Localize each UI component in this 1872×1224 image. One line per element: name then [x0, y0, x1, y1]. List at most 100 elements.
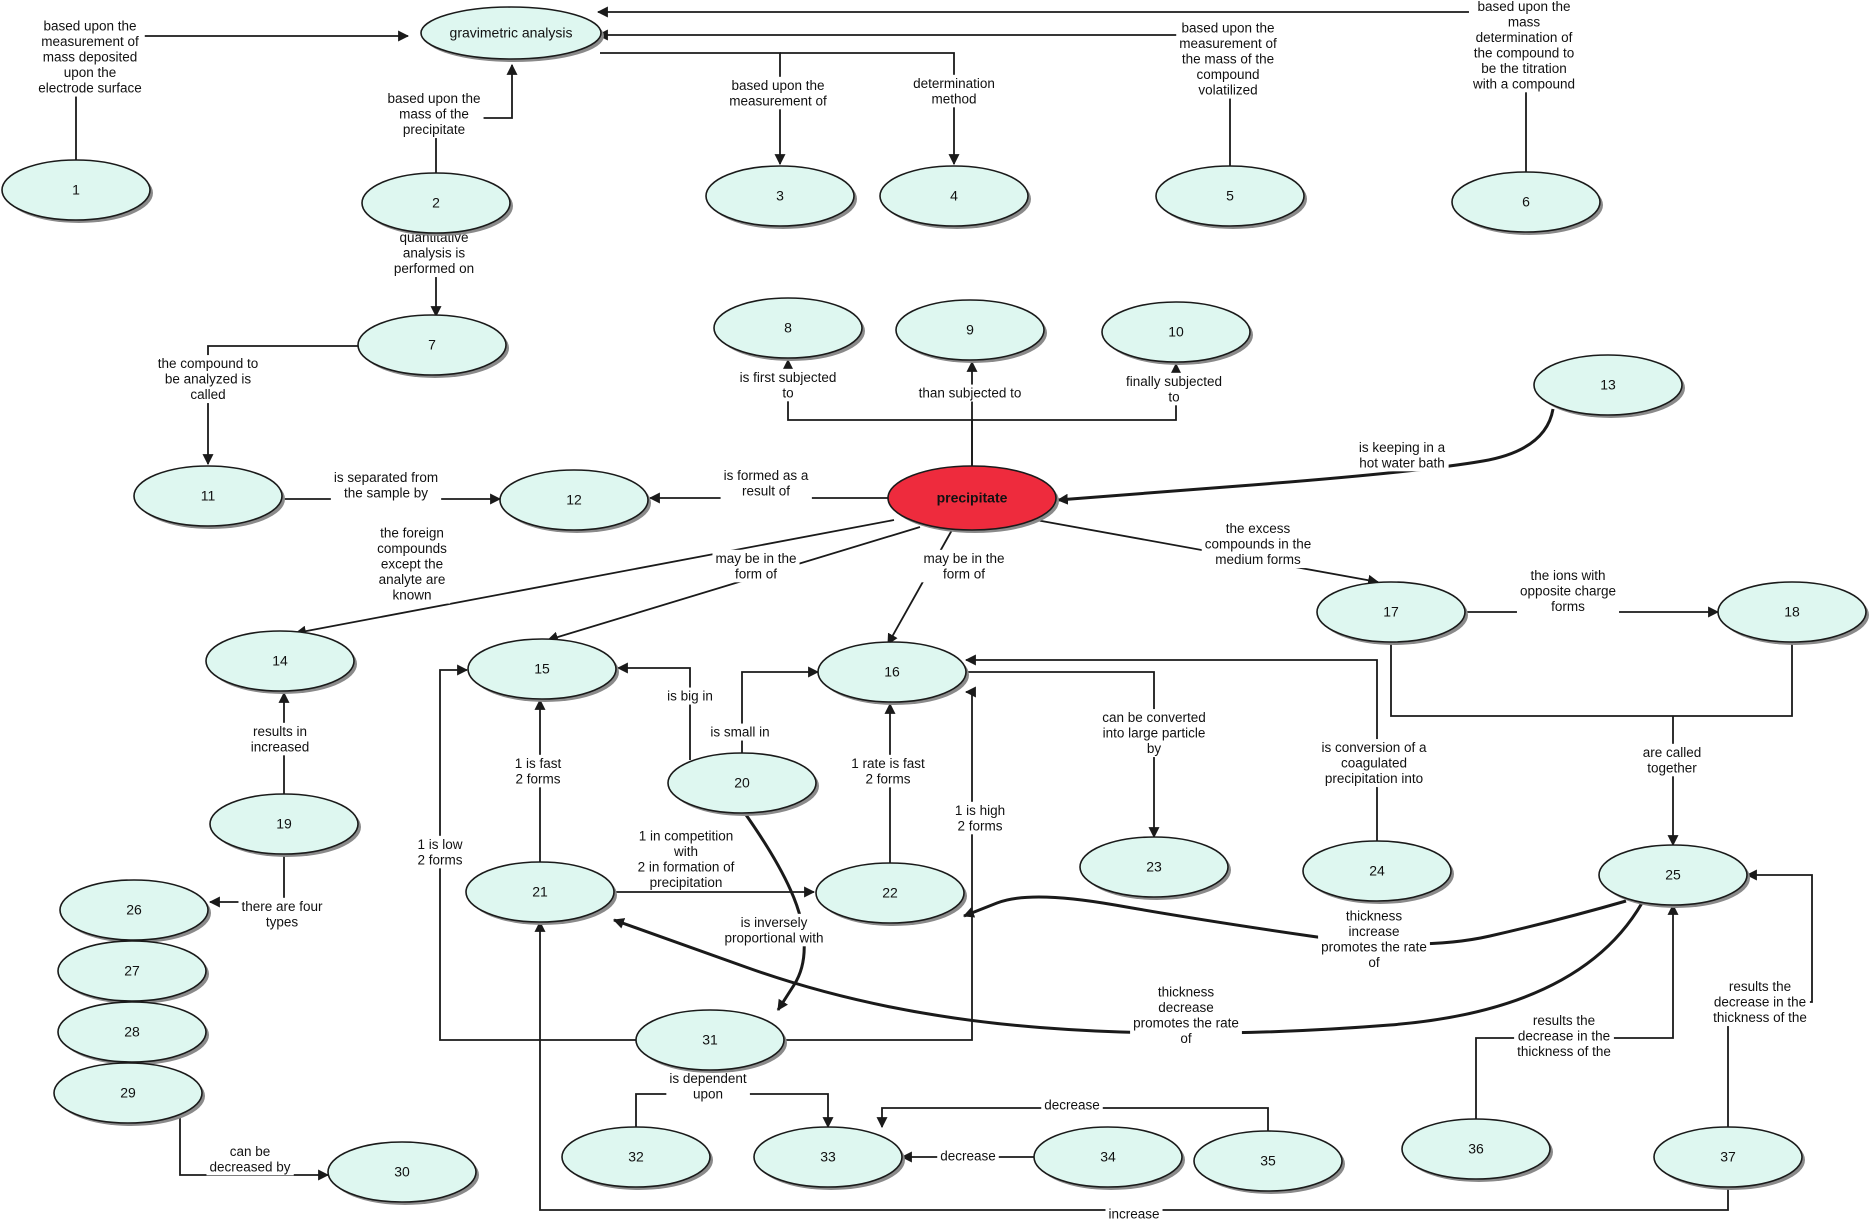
edge-label-background — [1318, 739, 1431, 788]
node-ellipse — [713, 297, 863, 359]
node-ellipse — [1316, 581, 1466, 643]
node-n24[interactable]: 24 — [1302, 840, 1454, 904]
node-n8[interactable]: 8 — [713, 297, 865, 361]
edge-label-background — [937, 1147, 999, 1165]
node-n14[interactable]: 14 — [205, 630, 357, 694]
node-n26[interactable]: 26 — [59, 879, 211, 943]
node-ga[interactable]: gravimetric analysis — [420, 6, 604, 62]
node-label: 12 — [566, 492, 582, 508]
edge-n37-to-n25 — [1727, 869, 1813, 1127]
edge-label-line: decrease in the — [1518, 1029, 1610, 1044]
node-n5[interactable]: 5 — [1155, 165, 1307, 229]
node-ellipse — [133, 465, 283, 527]
node-label: 13 — [1600, 377, 1616, 393]
node-n32[interactable]: 32 — [561, 1126, 713, 1190]
edge-label-line: with — [673, 844, 698, 859]
edge-label-line: finally subjected — [1126, 374, 1222, 389]
node-n3[interactable]: 3 — [705, 165, 857, 229]
node-n35[interactable]: 35 — [1193, 1130, 1345, 1194]
edge-label-line: decreased by — [209, 1159, 290, 1174]
node-n29[interactable]: 29 — [53, 1062, 205, 1126]
edge-label-text: decrease — [940, 1149, 996, 1164]
node-n28[interactable]: 28 — [57, 1001, 209, 1065]
edge-n7-to-n11 — [202, 345, 358, 466]
node-n37[interactable]: 37 — [1653, 1126, 1805, 1190]
node-n30[interactable]: 30 — [327, 1141, 479, 1205]
edge-label-precipitate-to-n9: than subjected to — [915, 384, 1025, 402]
node-n15[interactable]: 15 — [467, 638, 619, 702]
node-label: 27 — [124, 963, 140, 979]
node-precipitate[interactable]: precipitate — [887, 465, 1059, 533]
node-n9[interactable]: 9 — [895, 299, 1047, 363]
node-n25[interactable]: 25 — [1598, 844, 1750, 908]
node-n27[interactable]: 27 — [57, 940, 209, 1004]
node-label: 2 — [432, 195, 440, 211]
edge-label-background — [154, 355, 262, 404]
node-n2[interactable]: 2 — [361, 172, 513, 236]
node-n12[interactable]: 12 — [499, 469, 651, 533]
node-ellipse — [465, 861, 615, 923]
node-n4[interactable]: 4 — [879, 165, 1031, 229]
edge-label-line: of — [1368, 955, 1380, 970]
edge-label-n34-to-n33: decrease — [937, 1147, 999, 1165]
edge-label-line: mass deposited — [43, 50, 138, 65]
node-ellipse — [561, 1126, 711, 1188]
node-n20[interactable]: 20 — [667, 752, 819, 816]
node-n19[interactable]: 19 — [209, 793, 361, 857]
node-label: 35 — [1260, 1153, 1276, 1169]
edge-label-line: mass — [1508, 14, 1541, 29]
node-n18[interactable]: 18 — [1717, 581, 1869, 645]
node-n36[interactable]: 36 — [1401, 1118, 1553, 1182]
node-label: 20 — [734, 775, 750, 791]
node-label: 30 — [394, 1164, 410, 1180]
edge-label-line: compounds — [377, 541, 447, 556]
node-n6[interactable]: 6 — [1451, 171, 1603, 235]
node-n13[interactable]: 13 — [1533, 354, 1685, 418]
edge-label-text: increase — [1108, 1207, 1159, 1222]
edge-label-background — [206, 1142, 294, 1176]
edge-label-line: result of — [742, 483, 790, 498]
node-label: 24 — [1369, 863, 1385, 879]
node-n11[interactable]: 11 — [133, 465, 285, 529]
edge-label-line: the ions with — [1530, 568, 1605, 583]
node-label: 36 — [1468, 1141, 1484, 1157]
edge-label-line: volatilized — [1198, 83, 1257, 98]
edge-precipitate-to-n14 — [294, 519, 895, 637]
edge-label-line: is separated from — [334, 470, 438, 485]
node-n34[interactable]: 34 — [1033, 1126, 1185, 1190]
edge-n17-to-n25 — [1390, 642, 1793, 847]
node-n23[interactable]: 23 — [1079, 836, 1231, 900]
edge-label-line: are called — [1643, 745, 1702, 760]
node-n21[interactable]: 21 — [465, 861, 617, 925]
node-n33[interactable]: 33 — [753, 1126, 905, 1190]
node-n10[interactable]: 10 — [1101, 301, 1253, 365]
node-n22[interactable]: 22 — [815, 862, 967, 926]
edge-label-text: is small in — [710, 725, 769, 740]
edge-label-line: analysis is — [403, 246, 466, 261]
node-n31[interactable]: 31 — [635, 1009, 787, 1073]
edge-label-line: 2 in formation of — [638, 859, 735, 874]
edge-n20-to-n16 — [741, 666, 820, 753]
node-n7[interactable]: 7 — [357, 314, 509, 378]
node-n17[interactable]: 17 — [1316, 581, 1468, 645]
edge-label-line: measurement of — [1179, 36, 1277, 51]
edge-precipitate-to-n16 — [887, 529, 953, 645]
node-n1[interactable]: 1 — [1, 159, 153, 223]
node-n16[interactable]: 16 — [817, 641, 969, 705]
edge-label-line: is big in — [667, 689, 713, 704]
edge-label-n37-to-n21: increase — [1105, 1205, 1163, 1223]
